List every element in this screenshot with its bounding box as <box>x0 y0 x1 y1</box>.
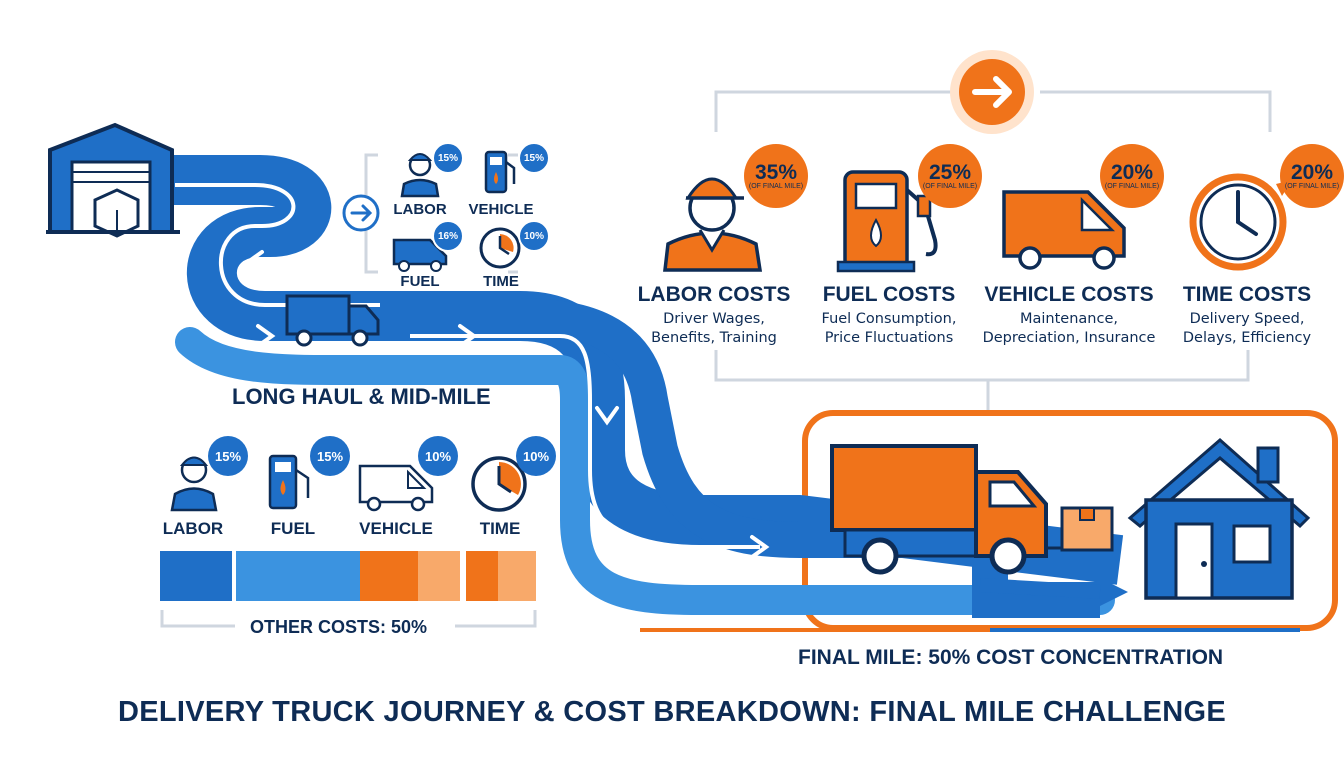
lh-vehicle-badge: 10% <box>418 436 458 476</box>
route-road <box>170 155 1300 632</box>
lh-labor-label: LABOR <box>162 519 224 538</box>
lh-fuel-pump-icon <box>268 454 310 510</box>
lh-fuel-badge: 15% <box>310 436 350 476</box>
van-icon <box>1002 190 1126 270</box>
lh-time-badge: 10% <box>516 436 556 476</box>
lh-worker-icon <box>170 456 218 512</box>
time-costs-desc-1: Delivery Speed, <box>1189 311 1305 327</box>
small-clock-icon <box>479 227 521 269</box>
fuel-costs-title: FUEL COSTS <box>822 283 956 306</box>
fuel-pump-icon <box>836 170 938 273</box>
bar-segment-time <box>466 551 498 601</box>
small-fuel-label: FUEL <box>400 273 440 290</box>
bar-segment-time-light <box>498 551 536 601</box>
labor-costs-desc-2: Benefits, Training <box>651 330 777 346</box>
fuel-cost-badge: 25% (OF FINAL MILE) <box>918 144 982 208</box>
small-labor-label: LABOR <box>393 201 447 218</box>
small-labor-badge: 15% <box>432 142 464 174</box>
lh-vehicle-label: VEHICLE <box>359 519 433 538</box>
road-truck-icon <box>285 294 380 347</box>
vehicle-cost-badge: 20% (OF FINAL MILE) <box>1100 144 1164 208</box>
final-mile-label: FINAL MILE: 50% COST CONCENTRATION <box>798 646 1224 669</box>
vehicle-costs-desc-1: Maintenance, <box>1020 311 1118 327</box>
other-costs-bracket <box>160 610 537 628</box>
long-haul-label: LONG HAUL & MID-MILE <box>232 384 491 409</box>
lh-van-icon <box>358 464 434 512</box>
bar-segment-vehicle <box>360 551 418 601</box>
time-cost-badge: 20% (OF FINAL MILE) <box>1280 144 1344 208</box>
orange-arrow-icon <box>950 50 1034 134</box>
bar-segment-fuel <box>236 551 360 601</box>
lh-labor-badge: 15% <box>208 436 248 476</box>
labor-costs-desc-1: Driver Wages, <box>663 311 765 327</box>
lh-fuel-label: FUEL <box>270 519 316 538</box>
small-van-icon <box>392 238 448 272</box>
bar-segment-vehicle-light <box>418 551 460 601</box>
other-costs-label: OTHER COSTS: 50% <box>250 617 428 637</box>
small-vehicle-label: VEHICLE <box>468 201 534 218</box>
final-mile-truck-icon <box>830 444 1064 575</box>
small-time-badge: 10% <box>518 220 550 252</box>
vehicle-costs-desc-2: Depreciation, Insurance <box>982 330 1156 346</box>
worker-icon <box>663 177 763 272</box>
small-fuel-pump-icon <box>484 150 516 194</box>
lh-clock-icon <box>471 456 527 512</box>
small-time-label: TIME <box>483 273 519 290</box>
small-worker-icon <box>400 153 440 198</box>
bar-segment-labor <box>160 551 232 601</box>
small-fuel-badge: 16% <box>432 220 464 252</box>
final-mile-bracket <box>714 90 1272 410</box>
clock-icon <box>1189 173 1292 271</box>
warehouse-icon <box>46 122 180 238</box>
small-vehicle-badge: 15% <box>518 142 550 174</box>
fuel-costs-desc-2: Price Fluctuations <box>824 330 954 346</box>
package-icon <box>1060 506 1114 552</box>
house-icon <box>1127 438 1311 600</box>
arrow-right-icon <box>342 194 380 232</box>
page-title: DELIVERY TRUCK JOURNEY & COST BREAKDOWN:… <box>118 696 1226 728</box>
time-costs-desc-2: Delays, Efficiency <box>1182 330 1312 346</box>
vehicle-costs-title: VEHICLE COSTS <box>984 283 1154 306</box>
labor-cost-badge: 35% (OF FINAL MILE) <box>744 144 808 208</box>
labor-costs-title: LABOR COSTS <box>637 283 791 306</box>
lh-time-label: TIME <box>479 519 521 538</box>
time-costs-title: TIME COSTS <box>1182 283 1312 306</box>
fuel-costs-desc-1: Fuel Consumption, <box>821 311 957 327</box>
